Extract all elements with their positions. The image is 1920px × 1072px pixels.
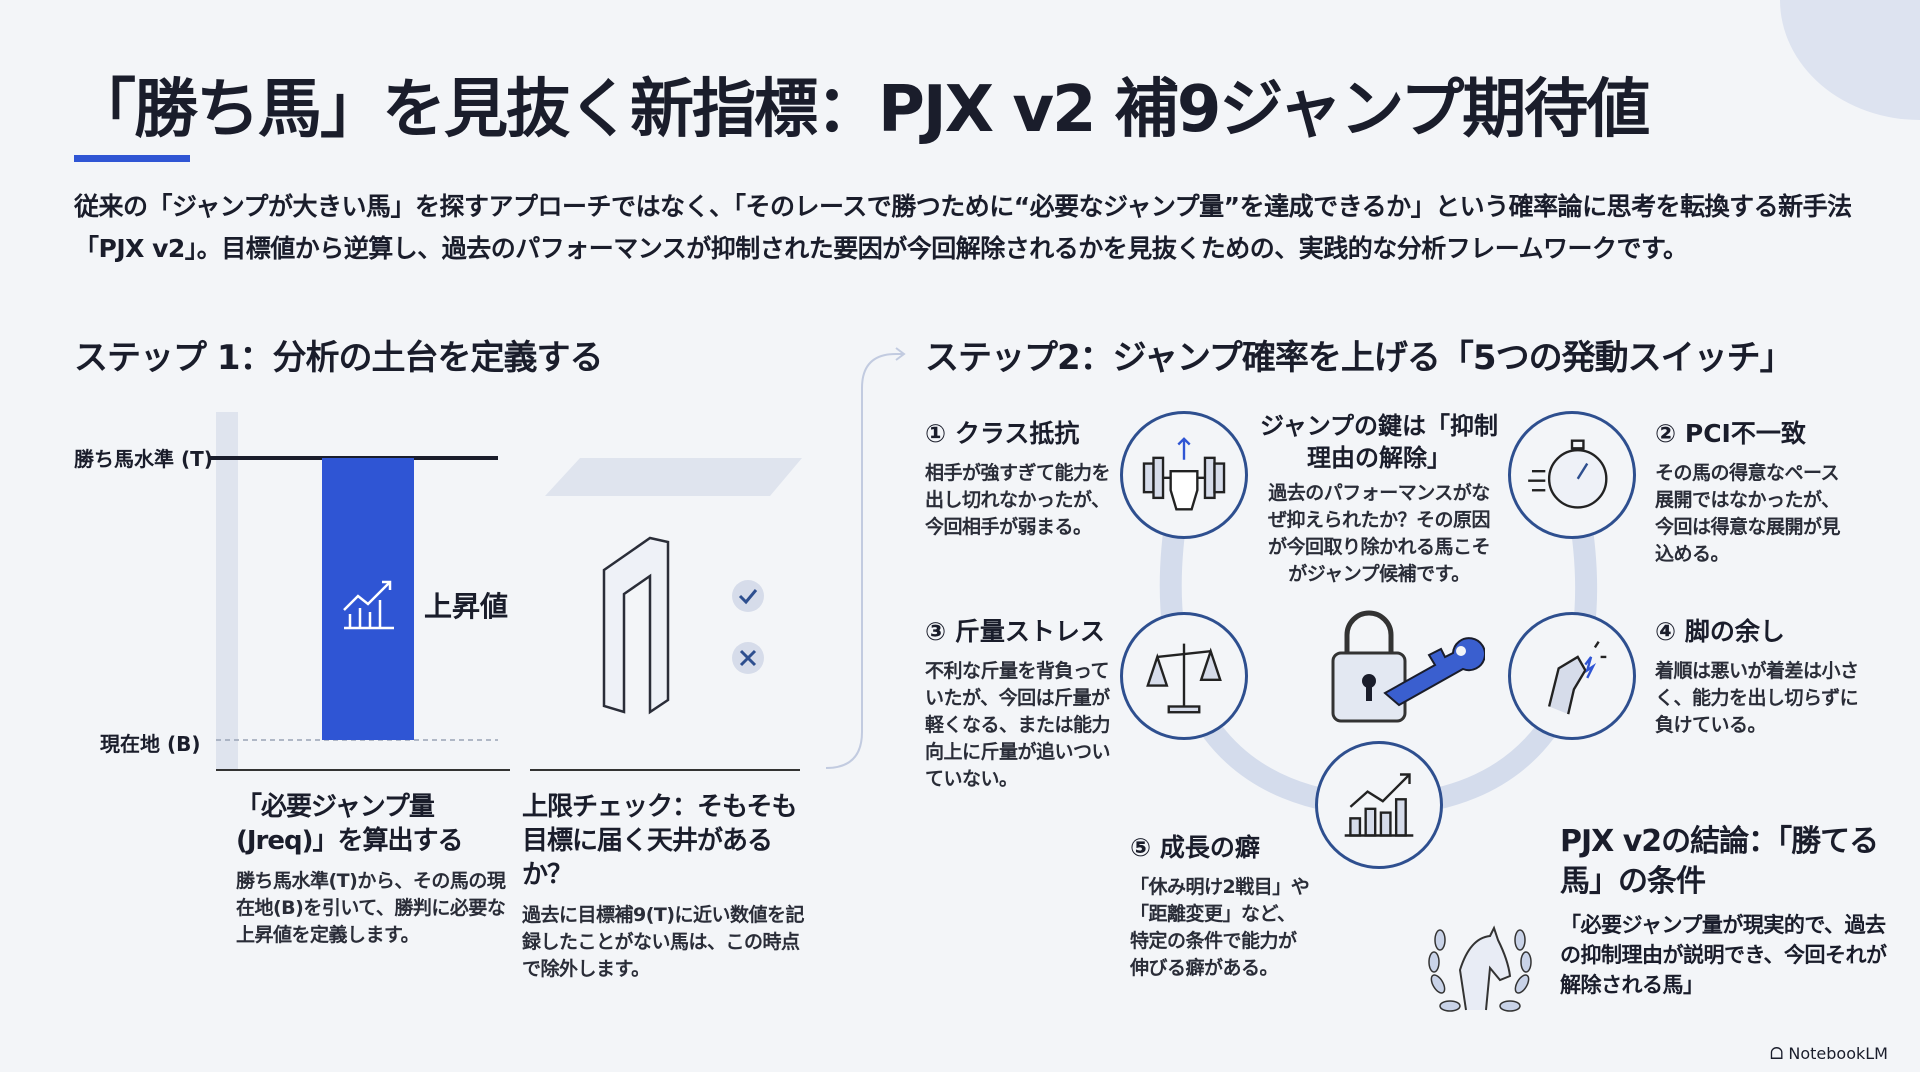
scale-icon xyxy=(1120,612,1248,740)
conclusion-title: PJX v2の結論：「勝てる馬」の条件 xyxy=(1560,824,1879,899)
step1-diagram xyxy=(210,412,802,771)
lock-key-icon xyxy=(1331,610,1485,723)
switch-1: ① クラス抵抗 相手が強すぎて能力を出し切れなかったが、今回相手が弱まる。 xyxy=(925,414,1111,541)
growth-chart-icon xyxy=(1315,741,1443,869)
laurel-horse-icon xyxy=(1428,925,1532,1012)
center-block: ジャンプの鍵は「抑制理由の解除」 過去のパフォーマンスがなぜ抑えられたか？その原… xyxy=(1259,410,1499,588)
switch-5-body: 「休み明け2戦目」や「距離変更」など、特定の条件で能力が伸びる癖がある。 xyxy=(1130,876,1310,979)
ceiling-plane xyxy=(545,458,802,496)
cap2: 上限チェック：そもそも目標に届く天井があるか？ 過去に目標補9(T)に近い数値を… xyxy=(522,790,807,983)
check-icon xyxy=(732,580,764,612)
center-title: ジャンプの鍵は「抑制理由の解除」 xyxy=(1259,412,1499,472)
center-body: 過去のパフォーマンスがなぜ抑えられたか？その原因が今回取り除かれる馬こそがジャン… xyxy=(1267,482,1491,585)
switch-5-title: ⑤ 成長の癖 xyxy=(1130,833,1260,862)
cap1-body: 勝ち馬水準(T)から、その馬の現在地(B)を引いて、勝判に必要な上昇値を定義しま… xyxy=(236,870,506,946)
switch-1-title: ① クラス抵抗 xyxy=(925,419,1080,448)
switch-3-title: ③ 斤量ストレス xyxy=(925,617,1105,646)
rise-label: 上昇値 xyxy=(424,590,509,623)
switch-2-body: その馬の得意なペース展開ではなかったが、今回は得意な展開が見込める。 xyxy=(1655,462,1841,565)
chart-up-icon xyxy=(343,580,394,630)
switch-2: ② PCI不一致 その馬の得意なペース展開ではなかったが、今回は得意な展開が見込… xyxy=(1655,414,1855,568)
cap1-title: 「必要ジャンプ量(Jreq)」を算出する xyxy=(236,792,464,856)
cap2-body: 過去に目標補9(T)に近い数値を記録したことがない馬は、この時点で除外します。 xyxy=(522,904,805,980)
conclusion: PJX v2の結論：「勝てる馬」の条件 「必要ジャンプ量が現実的で、過去の抑制理… xyxy=(1560,822,1905,1000)
switch-3-body: 不利な斤量を背負っていたが、今回は斤量が軽くなる、または能力向上に斤量が追いつい… xyxy=(925,660,1111,790)
label-b: 現在地 (B) xyxy=(100,732,201,756)
switch-1-body: 相手が強すぎて能力を出し切れなかったが、今回相手が弱まる。 xyxy=(925,462,1111,538)
gate-icon xyxy=(602,536,670,715)
jump-bar xyxy=(322,458,414,740)
corner-decoration xyxy=(1780,0,1920,120)
conclusion-body: 「必要ジャンプ量が現実的で、過去の抑制理由が説明でき、今回それが解除される馬」 xyxy=(1560,913,1887,997)
switch-4-body: 着順は悪いが着差は小さく、能力を出し切らずに負けている。 xyxy=(1655,660,1859,736)
cap2-title: 上限チェック：そもそも目標に届く天井があるか？ xyxy=(522,792,797,890)
page-title: 「勝ち馬」を見抜く新指標：PJX v2 補9ジャンプ期待値 xyxy=(72,73,1650,147)
connector-arrow xyxy=(825,347,906,769)
label-t: 勝ち馬水準 (T) xyxy=(74,447,213,471)
title-underline xyxy=(74,155,190,162)
cap1: 「必要ジャンプ量(Jreq)」を算出する 勝ち馬水準(T)から、その馬の現在地(… xyxy=(236,790,511,949)
step1-heading: ステップ 1：分析の土台を定義する xyxy=(74,338,603,378)
dumbbell-icon xyxy=(1120,411,1248,539)
intro-text: 従来の「ジャンプが大きい馬」を探すアプローチではなく、「そのレースで勝つために“… xyxy=(74,192,1852,263)
switch-4-title: ④ 脚の余し xyxy=(1655,617,1785,646)
notebooklm-icon: ᗝ xyxy=(1770,1044,1789,1063)
horse-spark-icon xyxy=(1508,612,1636,740)
switch-5: ⑤ 成長の癖 「休み明け2戦目」や「距離変更」など、特定の条件で能力が伸びる癖が… xyxy=(1130,828,1310,982)
stopwatch-icon xyxy=(1508,411,1636,539)
switch-3: ③ 斤量ストレス 不利な斤量を背負っていたが、今回は斤量が軽くなる、または能力向… xyxy=(925,612,1115,793)
step2-heading: ステップ2：ジャンプ確率を上げる「5つの発動スイッチ」 xyxy=(925,338,1794,378)
switch-2-title: ② PCI不一致 xyxy=(1655,419,1806,448)
brand-label: ᗝ NotebookLM xyxy=(1770,1044,1888,1063)
switch-4: ④ 脚の余し 着順は悪いが着差は小さく、能力を出し切らずに負けている。 xyxy=(1655,612,1865,739)
